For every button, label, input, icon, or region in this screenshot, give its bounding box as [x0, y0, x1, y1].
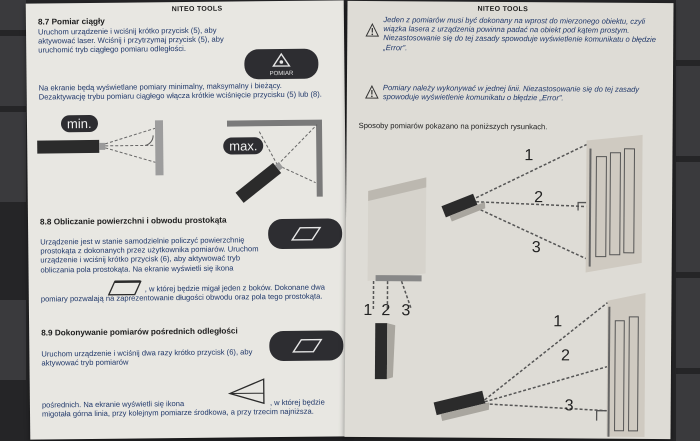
- section-8-9-paragraph-1: Uruchom urządzenie i wciśnij dwa razy kr…: [41, 347, 253, 368]
- device-max: [235, 162, 284, 203]
- brand-label: NITEO TOOLS: [171, 5, 223, 14]
- right-page: NITEO TOOLS Jeden z pomiarów musi być do…: [344, 0, 674, 440]
- label-left-1: 1: [363, 302, 372, 319]
- section-8-7-heading: 8.7 Pomiar ciągły: [37, 16, 105, 27]
- section-8-9-paragraph-3: , w której będzie migotała górna linia, …: [41, 397, 325, 419]
- triangle-icon: [227, 378, 265, 405]
- section-8-7-paragraph-2: Na ekranie będą wyświetlane pomiary mini…: [38, 80, 322, 102]
- device-bottom: [433, 390, 490, 421]
- area-icon: [290, 226, 322, 241]
- device-top: [441, 193, 486, 222]
- section-8-8-paragraph-2: , w której będzie migał jeden z boków. D…: [40, 282, 326, 304]
- triangle-laser-icon: POMIAR: [270, 52, 294, 77]
- laser-lines-top: [475, 143, 587, 260]
- indirect-button-image: [269, 330, 344, 362]
- label-top-2: 2: [534, 189, 543, 206]
- device-min: [37, 139, 100, 154]
- section-8-7-paragraph-1: Uruchom urządzenie i wciśnij krótko przy…: [37, 25, 224, 55]
- indirect-measure-icon: [292, 338, 323, 353]
- warning-icon-1: [365, 22, 380, 37]
- label-top-3: 3: [532, 239, 541, 256]
- rectangle-icon: [107, 280, 142, 296]
- measure-button-image: POMIAR: [244, 48, 319, 80]
- building-bottom: [606, 292, 646, 437]
- section-8-9-heading: 8.9 Dokonywanie pomiarów pośrednich odle…: [41, 326, 238, 338]
- wall-min: [154, 120, 164, 176]
- label-bottom-3: 3: [565, 397, 574, 414]
- left-page: NITEO TOOLS 8.7 Pomiar ciągły Uruchom ur…: [25, 0, 349, 440]
- label-left-2: 2: [381, 302, 390, 319]
- area-button-image: [267, 218, 343, 250]
- brand-label-right: NITEO TOOLS: [477, 5, 529, 14]
- laser-lines-bottom: [484, 302, 608, 421]
- measure-button-label: POMIAR: [270, 71, 294, 77]
- building-top: [585, 134, 643, 273]
- min-max-diagram: [37, 119, 323, 203]
- label-bottom-2: 2: [561, 347, 570, 364]
- label-left-3: 3: [401, 302, 410, 319]
- label-bottom-1: 1: [553, 313, 562, 330]
- note-2-text: Pomiary należy wykonywać w jednej linii.…: [382, 83, 640, 103]
- section-8-8-paragraph-1: Urządzenie jest w stanie samodzielnie po…: [40, 235, 259, 275]
- section-8-8-heading: 8.8 Obliczanie powierzchni i obwodu pros…: [39, 215, 227, 227]
- label-top-1: 1: [524, 147, 533, 164]
- wall-left-figure: [367, 177, 427, 380]
- measurement-diagrams: 1 2 3 1 2 3: [363, 134, 646, 437]
- note-1-text: Jeden z pomiarów musi być dokonany na wp…: [383, 15, 656, 52]
- warning-icon-2: [365, 84, 379, 99]
